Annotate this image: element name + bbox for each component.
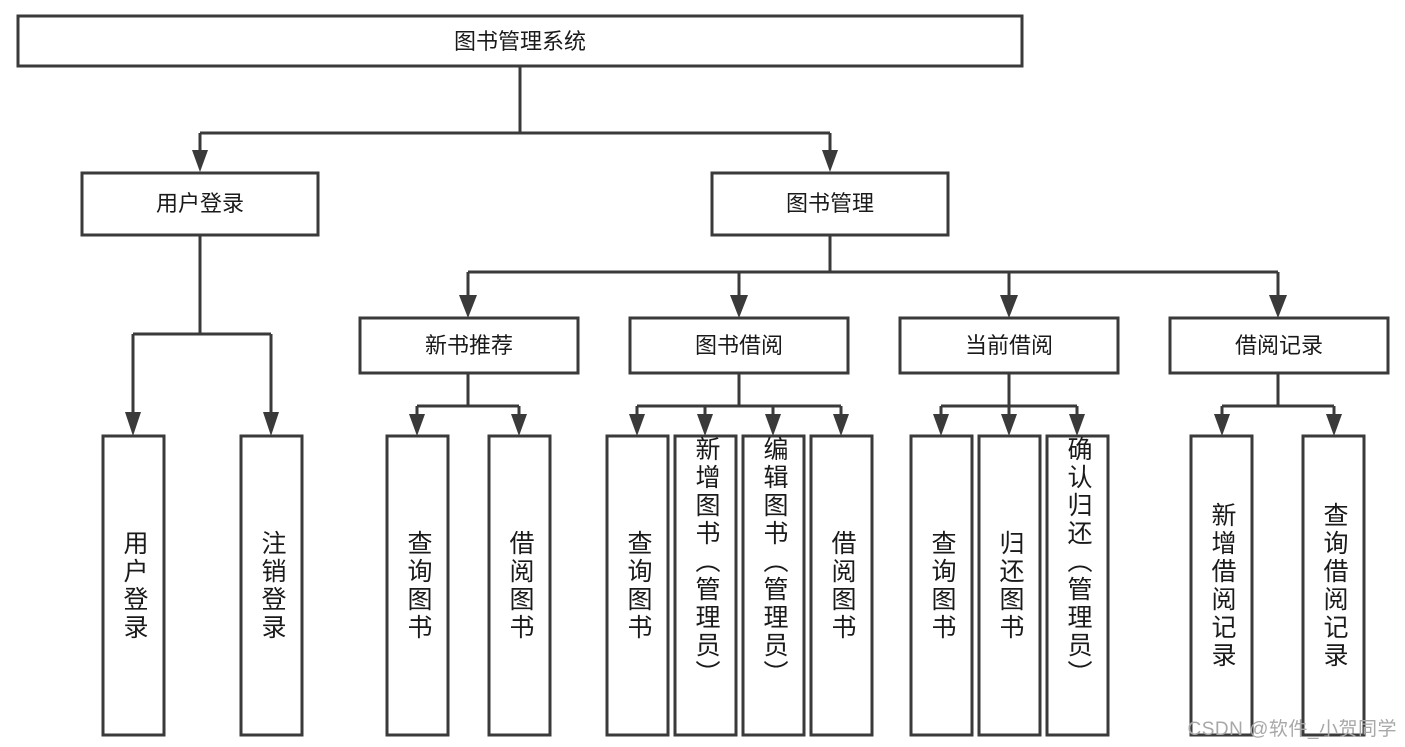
node-root-label: 图书管理系统 — [454, 29, 586, 54]
leaf-box-query-book-current[interactable] — [909, 434, 974, 737]
node-user-login-label: 用户登录 — [156, 191, 244, 216]
node-new-book-recommend-box[interactable] — [358, 316, 580, 375]
leaf-box-query-borrow-record[interactable] — [1301, 434, 1366, 737]
node-borrow-record-box[interactable] — [1168, 316, 1390, 375]
node-borrow-record-label: 借阅记录 — [1235, 333, 1323, 358]
node-current-borrow-box[interactable] — [898, 316, 1120, 375]
leaf-box-add-borrow-record[interactable] — [1189, 434, 1254, 737]
node-book-management-label: 图书管理 — [786, 191, 874, 216]
node-new-book-recommend-label: 新书推荐 — [425, 333, 513, 358]
leaf-box-borrow-book-recommend[interactable] — [487, 434, 552, 737]
connector-userlogin-to-leaves — [125, 235, 279, 436]
leaf-box-return-book[interactable] — [977, 434, 1042, 737]
connector-currentborrow-to-leaves — [933, 373, 1085, 436]
node-book-management-box[interactable] — [710, 171, 950, 237]
leaf-box-edit-book-admin[interactable] — [741, 434, 806, 737]
node-book-borrow-box[interactable] — [628, 316, 850, 375]
leaf-box-borrow-book[interactable] — [809, 434, 874, 737]
connector-root-to-level2 — [192, 66, 838, 172]
leaf-box-add-book-admin[interactable] — [673, 434, 738, 737]
node-book-borrow-label: 图书借阅 — [695, 333, 783, 358]
leaf-box-user-login[interactable] — [101, 434, 166, 737]
node-root-box[interactable] — [16, 14, 1024, 68]
connector-bookmgmt-to-level3 — [459, 235, 1287, 318]
leaf-box-query-book-borrow[interactable] — [605, 434, 670, 737]
connector-newbook-to-leaves — [409, 373, 527, 436]
leaf-box-query-book-recommend[interactable] — [385, 434, 450, 737]
csdn-watermark: CSDN @软件_小贺同学 — [1187, 719, 1397, 740]
connector-bookborrow-to-leaves — [629, 373, 849, 436]
leaf-box-confirm-return-admin[interactable] — [1045, 434, 1110, 737]
node-current-borrow-label: 当前借阅 — [965, 333, 1053, 358]
connector-borrowrecord-to-leaves — [1214, 373, 1342, 436]
leaf-box-logout[interactable] — [239, 434, 304, 737]
node-user-login-box[interactable] — [80, 171, 320, 237]
